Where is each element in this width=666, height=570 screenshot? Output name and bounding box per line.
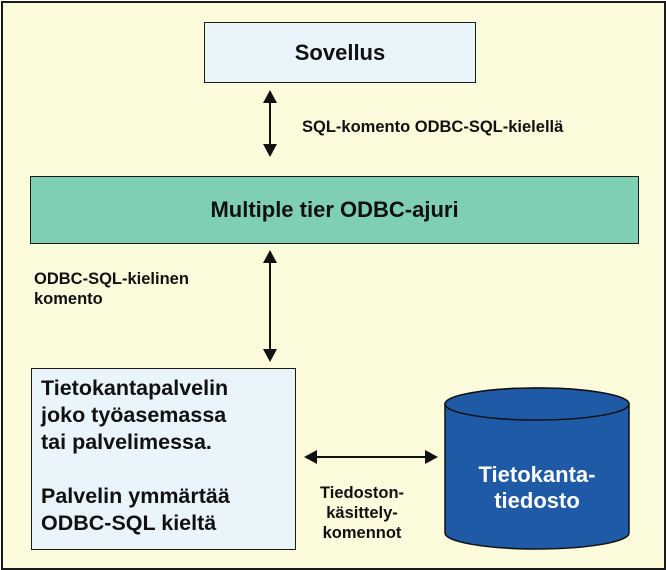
arrow-server-database <box>304 450 438 464</box>
arrow-app-driver <box>263 90 277 157</box>
server-line-4: Palvelin ymmärtää <box>41 484 230 508</box>
edge-label-odbc-command: ODBC-SQL-kielinen komento <box>34 269 189 309</box>
app-box-label: Sovellus <box>294 39 386 65</box>
database-label-line-2: tiedosto <box>494 488 580 513</box>
database-label: Tietokanta- tiedosto <box>437 462 637 514</box>
odbc-command-line-2: komento <box>34 290 103 308</box>
app-box: Sovellus <box>204 22 476 83</box>
server-line-3: tai palvelimessa. <box>41 430 212 454</box>
odbc-driver-label: Multiple tier ODBC-ajuri <box>210 197 459 222</box>
odbc-command-line-1: ODBC-SQL-kielinen <box>34 270 189 288</box>
file-commands-line-2: käsittely- <box>326 504 398 522</box>
arrow-driver-server <box>263 250 277 362</box>
odbc-driver-box: Multiple tier ODBC-ajuri <box>30 176 639 244</box>
file-commands-line-1: Tiedoston- <box>320 484 405 502</box>
edge-label-file-commands: Tiedoston- käsittely- komennot <box>320 483 404 543</box>
database-server-box: Tietokantapalvelin joko työasemassa tai … <box>31 368 296 550</box>
file-commands-line-3: komennot <box>322 524 402 542</box>
server-line-2: joko työasemassa <box>41 403 227 427</box>
server-line-1: Tietokantapalvelin <box>41 376 229 400</box>
edge-label-sql-command: SQL-komento ODBC-SQL-kielellä <box>302 118 564 136</box>
database-cylinder <box>444 387 630 550</box>
database-label-line-1: Tietokanta- <box>478 462 596 487</box>
server-line-5: ODBC-SQL kieltä <box>41 511 217 535</box>
